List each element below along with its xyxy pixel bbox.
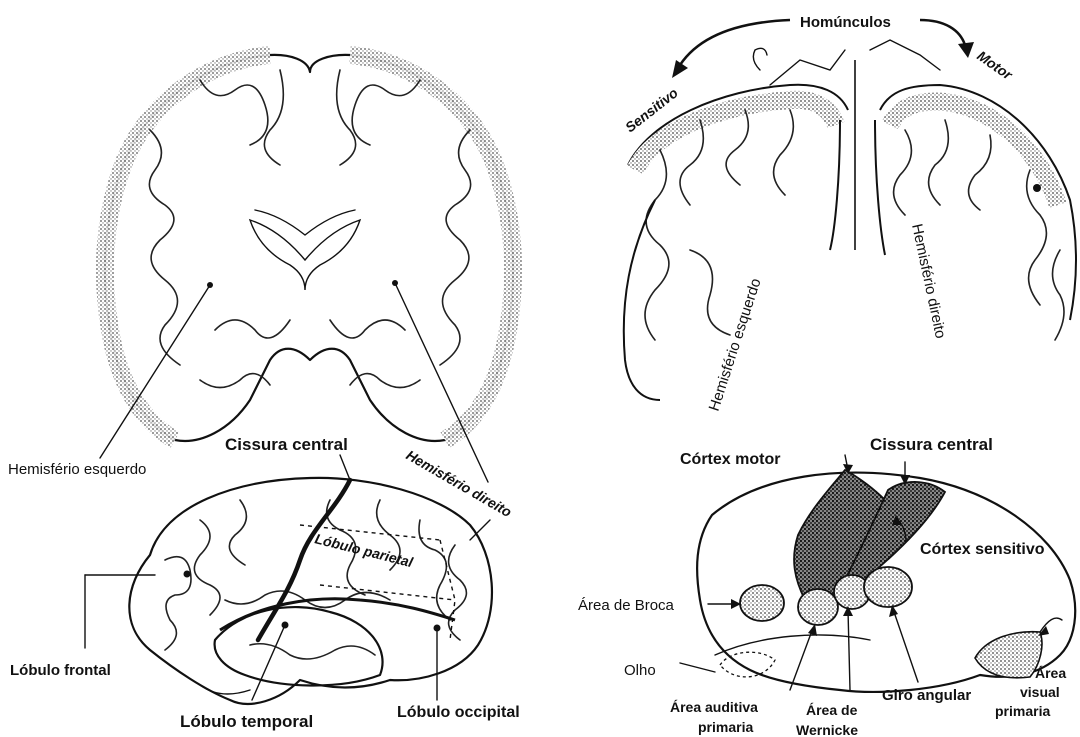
eye-label: Olho [624, 662, 656, 679]
occipital-lobe-label: Lóbulo occipital [397, 704, 520, 721]
temporal-lobe-label: Lóbulo temporal [180, 712, 313, 731]
visual-area-label-line3: primaria [995, 703, 1050, 719]
angular-gyrus-label: Giro angular [882, 687, 971, 704]
motor-cortex-label: Córtex motor [680, 451, 780, 468]
visual-area-label: Área [1035, 665, 1066, 681]
functional-areas-diagram [680, 455, 1075, 692]
lateral-brain-diagram [85, 455, 492, 704]
homunculus-left-hemisphere-label: Hemisfério esquerdo [706, 276, 765, 413]
central-sulcus-label-left: Cissura central [225, 435, 348, 454]
homunculus-right-hemisphere-label: Hemisfério direito [908, 222, 949, 340]
right-hemisphere-label: Hemisfério direito [404, 447, 515, 521]
left-hemisphere-label: Hemisfério esquerdo [8, 461, 146, 478]
auditory-area-label-line2: primaria [698, 719, 753, 735]
motor-label: Motor [974, 47, 1016, 83]
coronal-section-diagram [100, 55, 513, 482]
central-sulcus-label-right: Cissura central [870, 435, 993, 454]
parietal-lobe-label: Lóbulo parietal [313, 530, 415, 570]
homunculus-title: Homúnculos [800, 14, 891, 31]
wernicke-area-label-line2: Wernicke [796, 722, 858, 737]
visual-area-label-line2: visual [1020, 684, 1060, 700]
broca-area-label: Área de Broca [578, 597, 675, 614]
wernicke-area-label: Área de [806, 702, 858, 718]
sensory-cortex-label: Córtex sensitivo [920, 541, 1045, 558]
auditory-area-label: Área auditiva [670, 699, 758, 715]
frontal-lobe-label: Lóbulo frontal [10, 662, 111, 679]
